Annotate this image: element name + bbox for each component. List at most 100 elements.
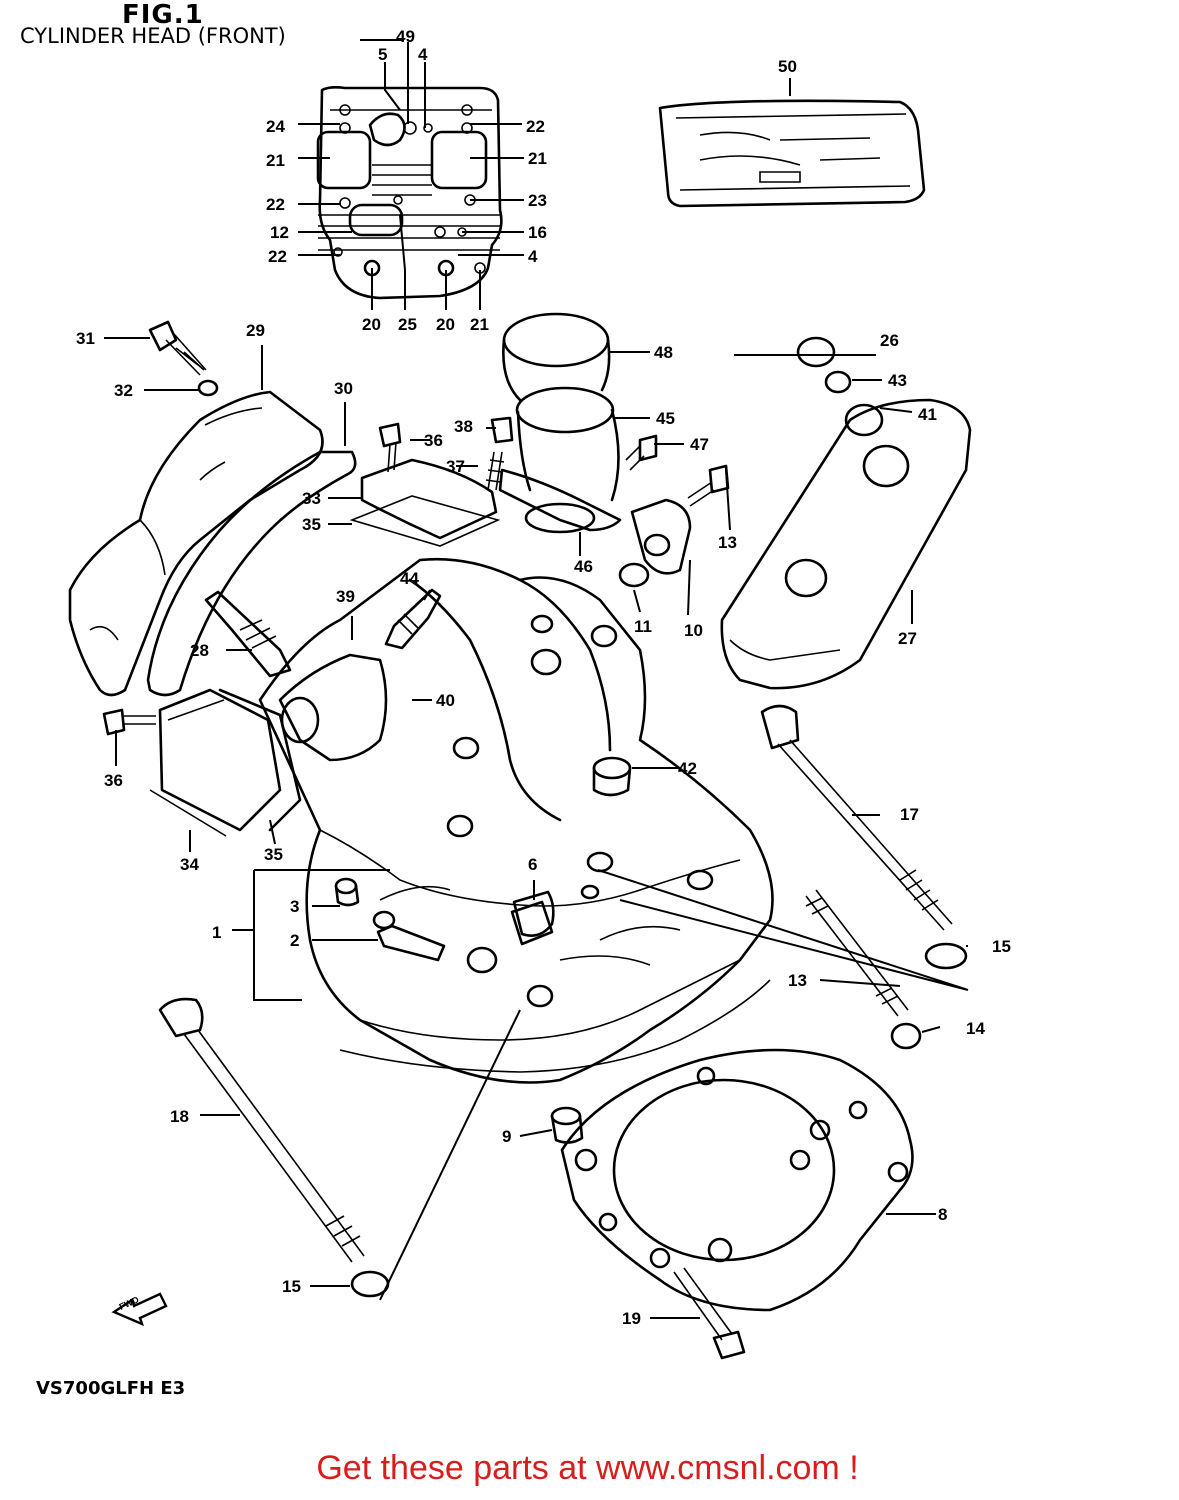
cylinder-head-body: [258, 557, 774, 1084]
label-28: 27: [898, 629, 917, 648]
label-32: 32: [114, 381, 133, 400]
part-3-dowel: [334, 877, 360, 907]
part-34-lower-cover: [149, 688, 302, 837]
label-16: 16: [528, 223, 547, 242]
label-24: 24: [266, 117, 285, 136]
label-35a: 35: [302, 515, 321, 534]
label-9: 10: [684, 621, 703, 640]
part-19-bolt: [673, 1267, 746, 1360]
label-18: 18: [170, 1107, 189, 1126]
part-42-plug: [592, 756, 632, 797]
label-36b: 36: [104, 771, 123, 790]
label-38: 38: [454, 417, 473, 436]
label-22a: 22: [266, 195, 285, 214]
label-11: 12: [270, 223, 289, 242]
part-6-gasket: [512, 890, 555, 937]
label-23: 23: [528, 191, 547, 210]
label-22b: 22: [268, 247, 287, 266]
label-20b: 20: [436, 315, 455, 334]
label-8: 9: [502, 1127, 511, 1146]
part-18-bolt: [158, 997, 365, 1263]
label-5: 5: [378, 45, 387, 64]
label-45: 45: [656, 409, 675, 428]
label-49: 49: [396, 27, 415, 46]
label-13: 13: [788, 971, 807, 990]
diagram-title: CYLINDER HEAD (FRONT): [20, 24, 286, 48]
label-39: 39: [336, 587, 355, 606]
part-31-bolt: [148, 320, 207, 376]
label-26: 26: [880, 331, 899, 350]
label-42: 42: [678, 759, 697, 778]
part-7-head-gasket: [560, 1048, 914, 1312]
label-7: 8: [938, 1205, 947, 1224]
footer-link-text[interactable]: Get these parts at www.cmsnl.com !: [316, 1449, 859, 1487]
label-22c: 22: [526, 117, 545, 136]
model-code: VS700GLFH E3: [36, 1378, 186, 1399]
label-17: 17: [900, 805, 919, 824]
label-21b: 21: [528, 149, 547, 168]
part-37-stud: [485, 451, 505, 491]
label-10: 11: [634, 617, 652, 636]
part-47-bolt: [625, 434, 658, 471]
part-13-stud: [805, 889, 909, 1017]
label-31: 31: [76, 329, 95, 348]
label-2: 2: [290, 931, 299, 950]
label-46: 46: [574, 557, 593, 576]
part-27-spark-plug: [204, 590, 292, 678]
label-21a: 21: [266, 151, 285, 170]
label-47: 47: [690, 435, 709, 454]
part-26-washer: [796, 336, 836, 368]
label-41: 41: [918, 405, 937, 424]
label-12: 13: [718, 533, 737, 552]
label-29: 29: [246, 321, 265, 340]
label-34: 34: [180, 855, 199, 874]
label-37: 37: [446, 457, 465, 476]
part-32-washer: [197, 379, 219, 397]
part-2-stud: [376, 924, 446, 962]
part-44-spark-plug: [384, 588, 442, 650]
label-43: 43: [888, 371, 907, 390]
part-8-dowel: [550, 1106, 584, 1144]
fwd-arrow-icon: [111, 1292, 168, 1327]
part-10-o-ring: [618, 562, 650, 588]
label-25: 25: [398, 315, 417, 334]
label-33: 33: [302, 489, 321, 508]
label-15b: 15: [282, 1277, 301, 1296]
label-20a: 20: [362, 315, 381, 334]
part-12-bolt: [687, 464, 730, 507]
figure-number: FIG.1: [122, 0, 204, 30]
label-4a: 4: [418, 45, 428, 64]
label-50: 50: [778, 57, 797, 76]
part-17-bolt: [760, 704, 953, 931]
part-28-side-cover: [720, 398, 972, 690]
label-35b: 35: [264, 845, 283, 864]
part-36-bolt-upper: [378, 422, 402, 473]
part-43-grommet: [824, 370, 852, 394]
label-15a: 15: [992, 937, 1011, 956]
label-1: 1: [212, 923, 221, 942]
part-43-grommet-b: [844, 403, 884, 437]
label-48: 48: [654, 343, 673, 362]
label-36a: 36: [424, 431, 443, 450]
label-40: 40: [436, 691, 455, 710]
leader-lines: [104, 39, 969, 1319]
label-4b: 4: [528, 247, 538, 266]
part-9-thermostat-cap: [630, 498, 692, 575]
label-27: 28: [190, 641, 209, 660]
part-38-nut: [490, 416, 514, 444]
part-39-water-outlet: [278, 653, 388, 762]
label-19: 19: [622, 1309, 641, 1328]
label-3: 3: [290, 897, 299, 916]
label-21c: 21: [470, 315, 489, 334]
part-36-bolt-lower: [102, 708, 156, 736]
part-33-valve-cover: [349, 458, 501, 547]
label-14: 14: [966, 1019, 985, 1038]
label-6: 6: [528, 855, 537, 874]
part-14-nut: [890, 1022, 922, 1050]
part-29-cover: [68, 390, 357, 697]
part-15-washer-right: [924, 942, 968, 970]
label-44: 44: [400, 569, 419, 588]
footer-banner[interactable]: Get these parts at www.cmsnl.com !: [0, 1449, 1179, 1488]
